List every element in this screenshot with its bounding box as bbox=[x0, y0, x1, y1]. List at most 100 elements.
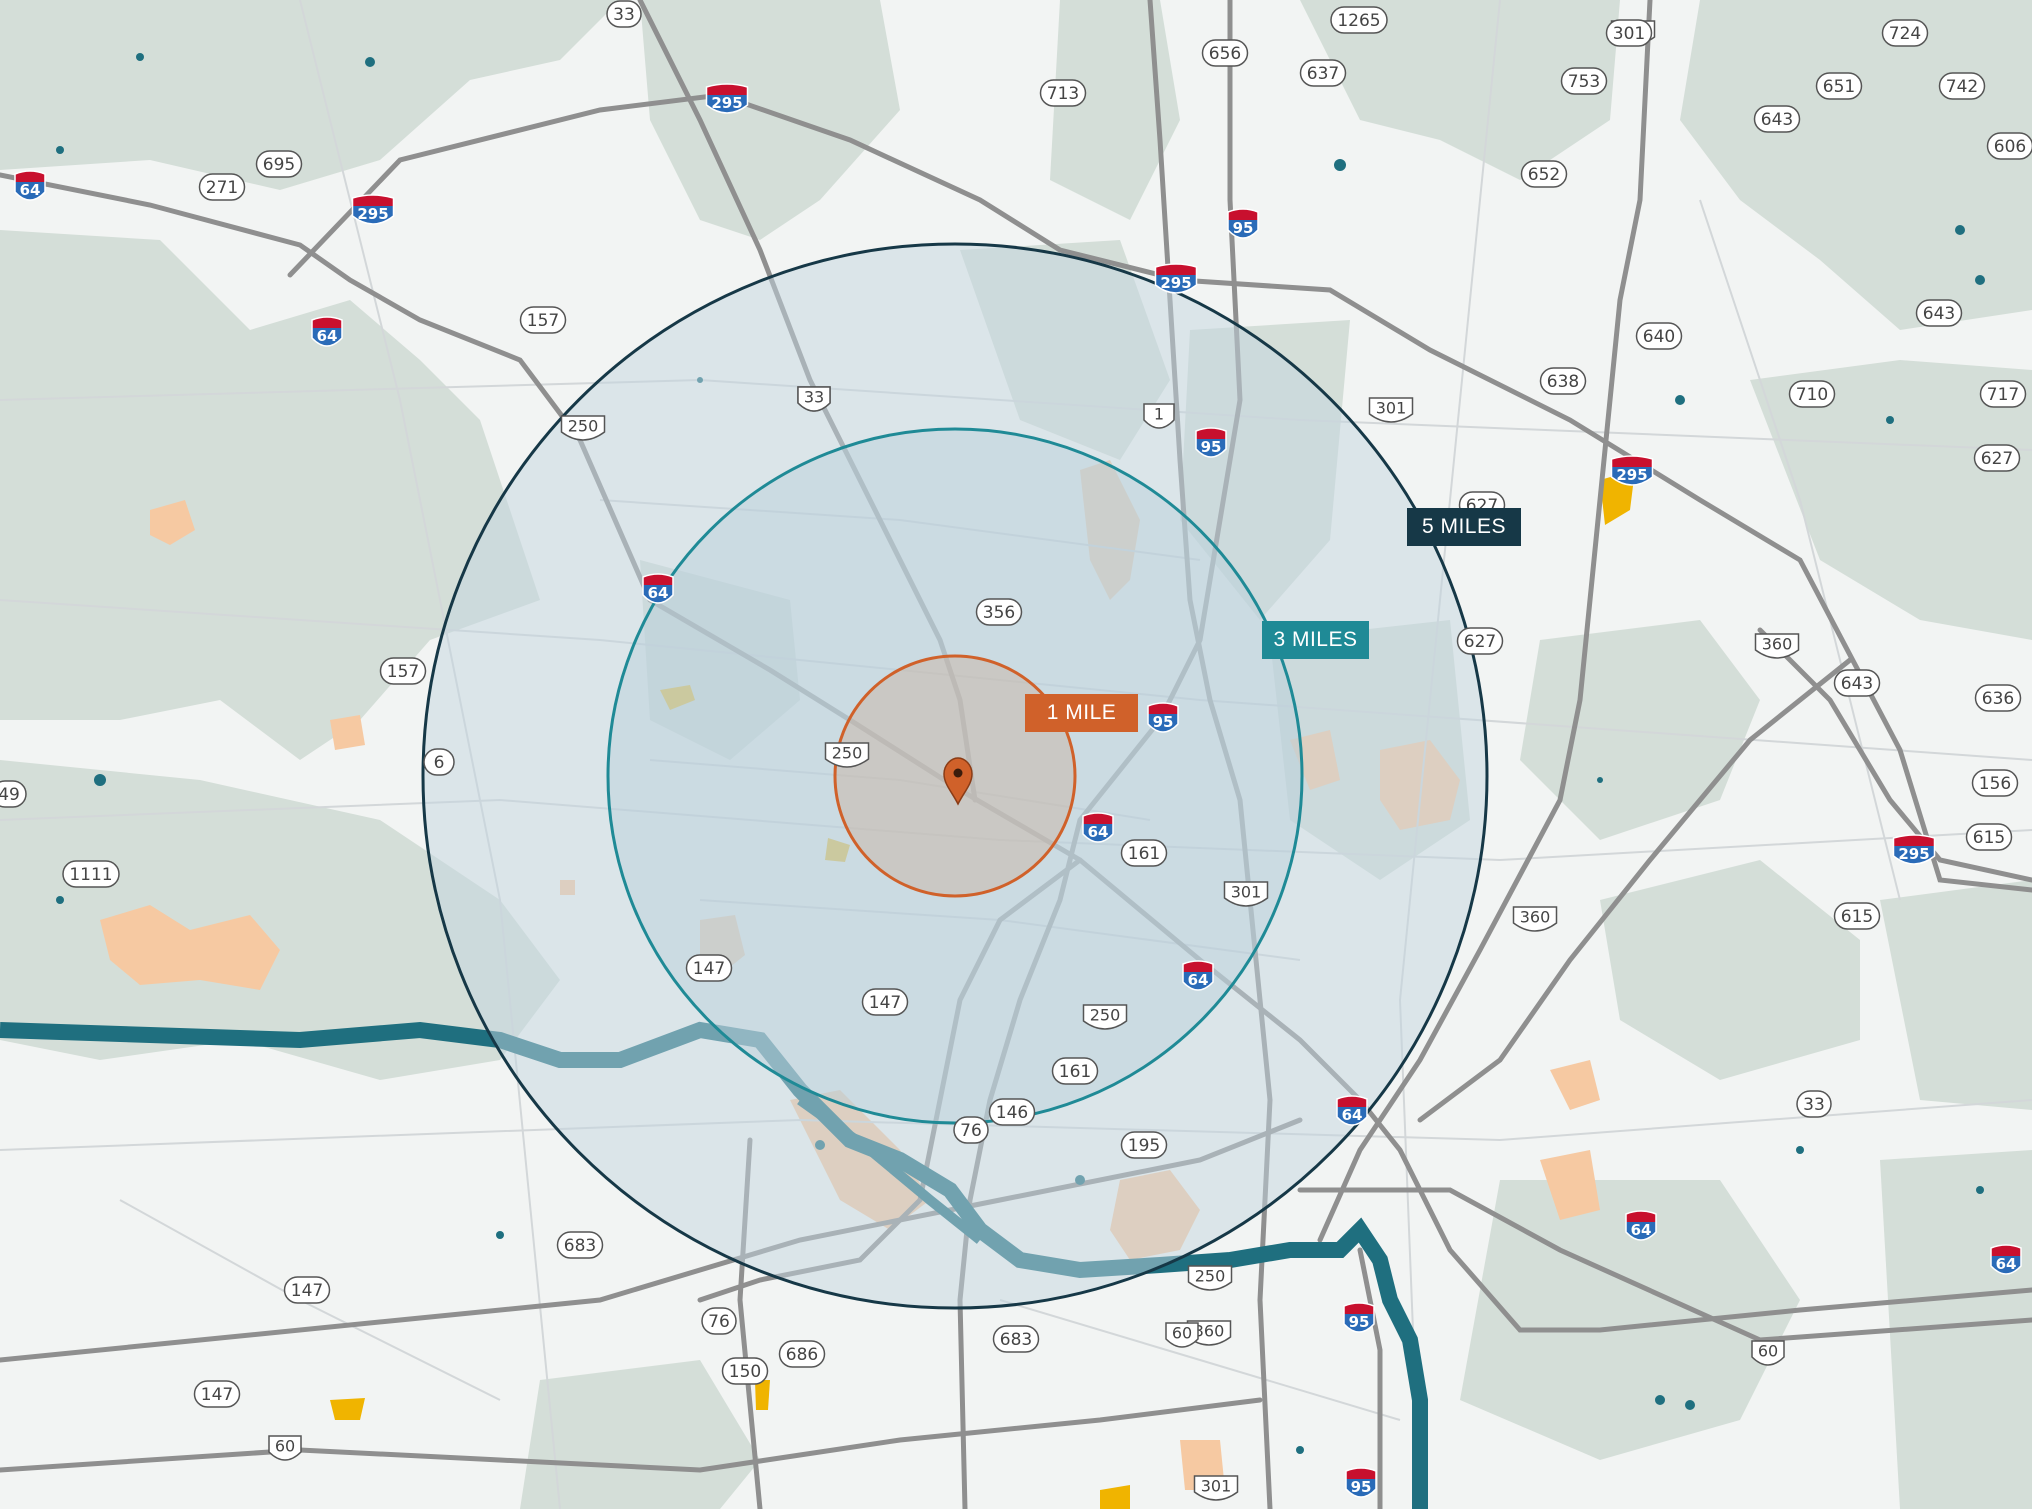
interstate-label: 64 bbox=[1342, 1106, 1363, 1124]
interstate-64-shield: 64 bbox=[14, 170, 46, 201]
state-route-label: 606 bbox=[1994, 137, 2026, 157]
interstate-64-shield: 64 bbox=[311, 316, 343, 347]
interstate-95-shield: 95 bbox=[1343, 1302, 1375, 1333]
state-route-683-shield: 683 bbox=[556, 1231, 604, 1259]
state-route-label: 637 bbox=[1307, 64, 1339, 84]
state-route-label: 157 bbox=[387, 662, 419, 682]
state-route-33-shield: 33 bbox=[606, 0, 642, 28]
state-route-1265-shield: 1265 bbox=[1330, 6, 1388, 34]
interstate-295-shield: 295 bbox=[1154, 263, 1198, 294]
state-route-label: 717 bbox=[1987, 385, 2019, 405]
interstate-label: 64 bbox=[648, 584, 669, 602]
interstate-64-shield: 64 bbox=[1336, 1095, 1368, 1126]
state-route-label: 195 bbox=[1128, 1136, 1160, 1156]
state-route-label: 6 bbox=[434, 753, 445, 773]
state-route-606-shield: 606 bbox=[1986, 132, 2032, 160]
state-route-label: 651 bbox=[1823, 77, 1855, 97]
interstate-95-shield: 95 bbox=[1147, 702, 1179, 733]
state-route-161-shield: 161 bbox=[1051, 1057, 1099, 1085]
state-route-1111-shield: 1111 bbox=[62, 860, 120, 888]
state-route-label: 640 bbox=[1643, 327, 1675, 347]
state-route-615-shield: 615 bbox=[1833, 902, 1881, 930]
state-route-label: 643 bbox=[1923, 304, 1955, 324]
state-route-label: 33 bbox=[613, 5, 635, 25]
us-route-label: 301 bbox=[1231, 883, 1262, 902]
interstate-95-shield: 95 bbox=[1345, 1467, 1377, 1498]
interstate-label: 295 bbox=[1898, 845, 1929, 863]
us-route-250-shield: 250 bbox=[1082, 1004, 1128, 1030]
radius-label-5-miles: 5 MILES bbox=[1407, 508, 1521, 546]
state-route-683-shield: 683 bbox=[992, 1325, 1040, 1353]
state-route-271-shield: 271 bbox=[198, 173, 246, 201]
interstate-295-shield: 295 bbox=[351, 194, 395, 225]
interstate-95-shield: 95 bbox=[1195, 427, 1227, 458]
interstate-295-shield: 295 bbox=[1892, 834, 1936, 865]
state-route-label: 643 bbox=[1761, 110, 1793, 130]
us-route-250-shield: 250 bbox=[1187, 1265, 1233, 1291]
state-route-651-shield: 651 bbox=[1815, 72, 1863, 100]
interstate-95-shield: 95 bbox=[1227, 208, 1259, 239]
radius-label-3-miles: 3 MILES bbox=[1262, 621, 1369, 659]
state-route-76-shield: 76 bbox=[953, 1116, 989, 1144]
state-route-643-shield: 643 bbox=[1915, 299, 1963, 327]
state-route-label: 627 bbox=[1464, 632, 1496, 652]
interstate-64-shield: 64 bbox=[642, 573, 674, 604]
state-route-147-shield: 147 bbox=[861, 988, 909, 1016]
us-route-label: 1 bbox=[1154, 405, 1164, 424]
state-route-label: 147 bbox=[693, 959, 725, 979]
state-route-742-shield: 742 bbox=[1938, 72, 1986, 100]
interstate-64-shield: 64 bbox=[1082, 812, 1114, 843]
state-route-637-shield: 637 bbox=[1299, 59, 1347, 87]
state-route-156-shield: 156 bbox=[1971, 769, 2019, 797]
location-pin-icon[interactable] bbox=[943, 757, 973, 806]
us-route-label: 360 bbox=[1520, 908, 1551, 927]
state-route-label: 356 bbox=[983, 603, 1015, 623]
interstate-label: 95 bbox=[1201, 438, 1222, 456]
state-route-150-shield: 150 bbox=[721, 1357, 769, 1385]
interstate-label: 295 bbox=[1616, 466, 1647, 484]
us-route-60-shield: 60 bbox=[1751, 1340, 1785, 1366]
state-route-146-shield: 146 bbox=[988, 1098, 1036, 1126]
state-route-638-shield: 638 bbox=[1539, 367, 1587, 395]
state-route-label: 146 bbox=[996, 1103, 1028, 1123]
state-route-615-shield: 615 bbox=[1965, 823, 2013, 851]
us-route-60-shield: 60 bbox=[268, 1435, 302, 1461]
us-route-1-shield: 1 bbox=[1143, 403, 1175, 429]
us-route-250-shield: 250 bbox=[824, 742, 870, 768]
state-route-label: 710 bbox=[1796, 385, 1828, 405]
state-route-label: 76 bbox=[708, 1312, 730, 1332]
state-route-195-shield: 195 bbox=[1120, 1131, 1168, 1159]
us-route-360-shield: 360 bbox=[1512, 906, 1558, 932]
state-route-label: 150 bbox=[729, 1362, 761, 1382]
state-route-652-shield: 652 bbox=[1520, 160, 1568, 188]
state-route-label: 1111 bbox=[69, 865, 112, 885]
state-route-label: 686 bbox=[786, 1345, 818, 1365]
state-route-label: 753 bbox=[1568, 72, 1600, 92]
state-route-label: 271 bbox=[206, 178, 238, 198]
us-route-label: 360 bbox=[1762, 635, 1793, 654]
interstate-label: 95 bbox=[1153, 713, 1174, 731]
interstate-label: 295 bbox=[711, 94, 742, 112]
state-route-686-shield: 686 bbox=[778, 1340, 826, 1368]
state-route-33-shield: 33 bbox=[1796, 1090, 1832, 1118]
state-route-label: 147 bbox=[869, 993, 901, 1013]
interstate-295-shield: 295 bbox=[705, 83, 749, 114]
state-route-643-shield: 643 bbox=[1833, 669, 1881, 697]
state-route-label: 656 bbox=[1209, 44, 1241, 64]
radius-label-1-mile: 1 MILE bbox=[1025, 694, 1138, 732]
us-route-label: 250 bbox=[1090, 1006, 1121, 1025]
us-route-label: 60 bbox=[1172, 1324, 1192, 1343]
state-route-6-shield: 6 bbox=[423, 748, 455, 776]
state-route-label: 643 bbox=[1841, 674, 1873, 694]
state-route-76-shield: 76 bbox=[701, 1307, 737, 1335]
interstate-64-shield: 64 bbox=[1990, 1244, 2022, 1275]
state-route-147-shield: 147 bbox=[283, 1276, 331, 1304]
state-route-147-shield: 147 bbox=[685, 954, 733, 982]
state-route-636-shield: 636 bbox=[1974, 684, 2022, 712]
us-route-label: 360 bbox=[1194, 1322, 1225, 1341]
us-route-33-shield: 33 bbox=[797, 386, 831, 412]
us-route-label: 301 bbox=[1201, 1477, 1232, 1496]
state-route-label: 33 bbox=[1803, 1095, 1825, 1115]
